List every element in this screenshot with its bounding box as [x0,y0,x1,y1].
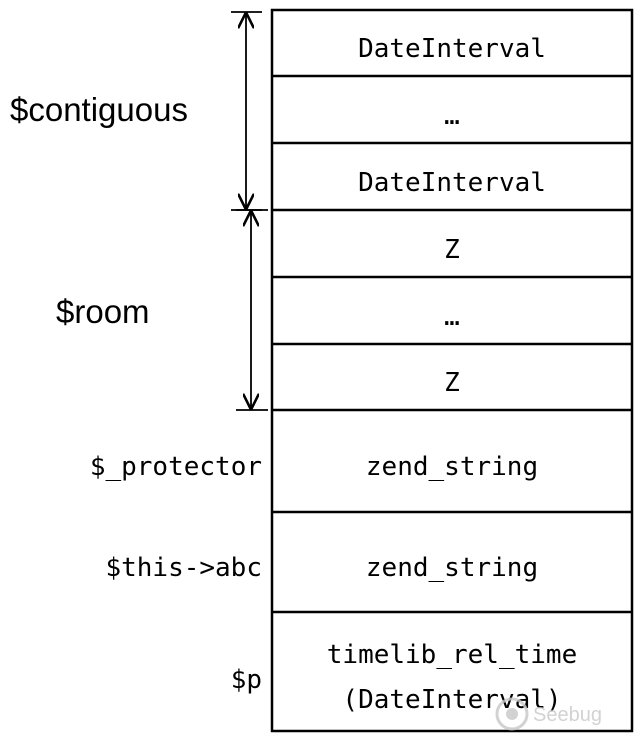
cell-dateinterval-first: DateInterval [358,34,546,64]
cell-dateinterval-last: DateInterval [358,168,546,198]
cell-ellipsis-room: … [444,302,460,332]
cell-z-first: Z [444,235,460,265]
p-label: $p [231,665,262,695]
watermark-logo-dot [506,708,518,720]
cell-ellipsis-contiguous: … [444,101,460,131]
room-label: $room [56,293,150,330]
this-abc-label: $this->abc [105,553,262,583]
cell-z-last: Z [444,368,460,398]
watermark-text: Seebug [533,704,602,726]
room-range-indicator [236,209,268,411]
cell-timelib-rel-time-line1: timelib_rel_time [327,640,577,670]
seebug-watermark: Seebug [495,697,602,731]
contiguous-label: $contiguous [10,91,188,128]
contiguous-range-indicator [231,11,262,211]
cell-dividers [272,74,632,614]
cell-zend-string-protector: zend_string [366,452,538,482]
cell-timelib-rel-time-line2: (DateInterval) [342,685,561,715]
watermark-logo-icon [495,697,529,731]
memory-column-border [270,8,634,733]
protector-label: $_protector [90,452,262,482]
cell-zend-string-abc: zend_string [366,553,538,583]
